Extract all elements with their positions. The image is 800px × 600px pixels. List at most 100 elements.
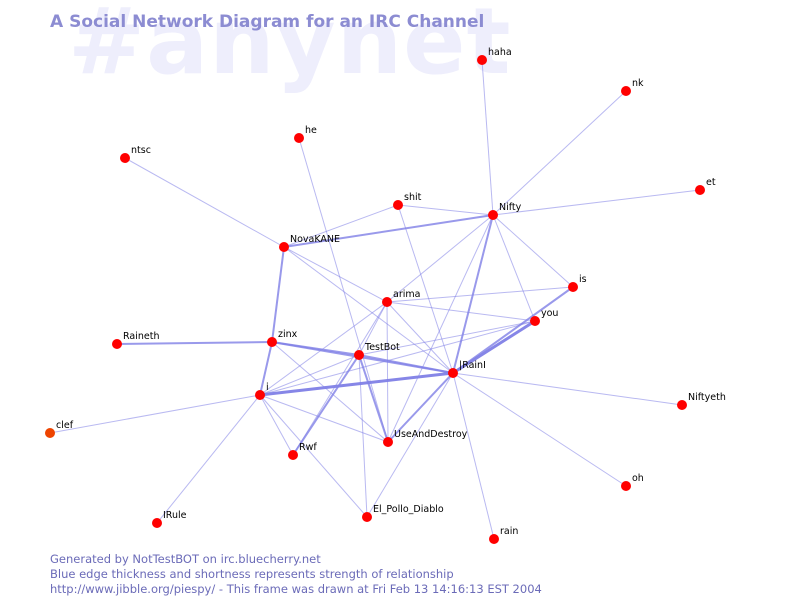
node-dot-TestBot xyxy=(354,350,364,360)
node-dot-ntsc xyxy=(120,153,130,163)
edge-he-UseAndDestroy xyxy=(298,137,389,443)
node-dot-rain xyxy=(489,534,499,544)
edge-zinx-UseAndDestroy xyxy=(271,341,389,443)
edge-i-UseAndDestroy xyxy=(259,394,389,443)
footer: Generated by NotTestBOT on irc.bluecherr… xyxy=(50,552,542,597)
diagram-title: A Social Network Diagram for an IRC Chan… xyxy=(50,12,485,32)
edge-IRainI-rain xyxy=(452,372,495,540)
node-dot-El_Pollo_Diablo xyxy=(362,512,372,522)
node-label-nk: nk xyxy=(632,78,644,89)
channel-watermark: #anynet xyxy=(68,0,512,95)
node-dot-nk xyxy=(621,86,631,96)
edge-i-IRule xyxy=(156,394,261,524)
edge-i-Rwf xyxy=(259,394,294,456)
edge-Raineth-zinx xyxy=(116,341,273,345)
node-is: is xyxy=(568,274,587,292)
node-TestBot: TestBot xyxy=(354,342,400,360)
node-et: et xyxy=(695,177,716,195)
node-IRainI: |RainI xyxy=(448,360,486,378)
node-clef: clef xyxy=(45,420,74,438)
edge-et-Nifty xyxy=(492,189,701,216)
edge-TestBot-El_Pollo_Diablo xyxy=(358,354,368,518)
node-label-et: et xyxy=(706,177,716,188)
edge-zinx-i xyxy=(259,341,273,396)
edge-Nifty-UseAndDestroy xyxy=(387,214,494,443)
node-label-i: i xyxy=(266,382,269,393)
node-he: he xyxy=(294,125,317,143)
edge-i-El_Pollo_Diablo xyxy=(259,394,368,518)
edge-NovaKANE-Nifty xyxy=(283,214,494,248)
node-dot-you xyxy=(530,316,540,326)
edge-arima-TestBot xyxy=(358,301,388,356)
node-rain: rain xyxy=(489,526,518,544)
edge-NovaKANE-arima xyxy=(283,246,388,303)
node-dot-shit xyxy=(393,200,403,210)
footer-generated-by: Generated by NotTestBOT on irc.bluecherr… xyxy=(50,552,321,566)
node-label-shit: shit xyxy=(404,192,422,203)
edge-shit-NovaKANE xyxy=(283,204,399,248)
node-dot-haha xyxy=(477,55,487,65)
node-shit: shit xyxy=(393,192,422,210)
node-dot-IRule xyxy=(152,518,162,528)
edge-IRainI-El_Pollo_Diablo xyxy=(366,372,454,518)
footer-frame-info: http://www.jibble.org/piespy/ - This fra… xyxy=(50,582,542,596)
node-label-UseAndDestroy: UseAndDestroy xyxy=(394,429,468,440)
node-label-Rwf: Rwf xyxy=(299,442,317,453)
edge-you-TestBot xyxy=(358,320,536,356)
node-IRule: IRule xyxy=(152,510,187,528)
edge-ntsc-NovaKANE xyxy=(124,157,285,248)
edge-nk-Nifty xyxy=(492,90,627,216)
node-label-rain: rain xyxy=(500,526,518,537)
node-nk: nk xyxy=(621,78,644,96)
node-dot-Raineth xyxy=(112,339,122,349)
edge-IRainI-UseAndDestroy xyxy=(387,372,454,443)
node-ntsc: ntsc xyxy=(120,145,151,163)
node-dot-Nifty xyxy=(488,210,498,220)
edge-TestBot-i xyxy=(259,354,360,396)
edge-Nifty-arima xyxy=(386,214,494,303)
node-Niftyeth: Niftyeth xyxy=(677,392,726,410)
node-dot-clef xyxy=(45,428,55,438)
edge-IRainI-oh xyxy=(452,372,627,487)
edge-NovaKANE-zinx xyxy=(271,246,285,343)
edge-shit-Nifty xyxy=(397,204,494,216)
node-dot-UseAndDestroy xyxy=(383,437,393,447)
node-you: you xyxy=(530,308,558,326)
node-label-Nifty: Nifty xyxy=(499,202,522,213)
node-layer: hahankhentscetshitNiftyNovaKANEisarimayo… xyxy=(45,47,726,544)
node-dot-NovaKANE xyxy=(279,242,289,252)
node-label-zinx: zinx xyxy=(278,329,298,340)
edge-IRainI-Niftyeth xyxy=(452,372,683,406)
edge-i-clef xyxy=(49,394,261,434)
edge-arima-IRainI xyxy=(386,301,454,374)
edge-arima-is xyxy=(386,286,574,303)
node-label-ntsc: ntsc xyxy=(131,145,151,156)
node-dot-i xyxy=(255,390,265,400)
node-oh: oh xyxy=(621,473,644,491)
node-Rwf: Rwf xyxy=(288,442,317,460)
node-label-he: he xyxy=(305,125,317,136)
node-label-arima: arima xyxy=(393,289,420,300)
edge-IRainI-i xyxy=(259,371,454,397)
node-arima: arima xyxy=(382,289,420,307)
node-dot-et xyxy=(695,185,705,195)
edge-Nifty-is xyxy=(492,214,574,288)
edge-TestBot-Rwf xyxy=(292,354,360,456)
node-dot-is xyxy=(568,282,578,292)
edge-shit-IRainI xyxy=(397,204,454,374)
edge-you-IRainI xyxy=(452,319,536,375)
node-label-is: is xyxy=(579,274,587,285)
edge-TestBot-IRainI xyxy=(358,354,454,374)
edge-layer xyxy=(49,59,701,540)
edge-Nifty-IRainI xyxy=(452,214,494,374)
node-UseAndDestroy: UseAndDestroy xyxy=(383,429,468,447)
node-dot-oh xyxy=(621,481,631,491)
edge-Nifty-you xyxy=(492,214,536,322)
footer-legend-note: Blue edge thickness and shortness repres… xyxy=(50,567,454,581)
node-zinx: zinx xyxy=(267,329,298,347)
node-Raineth: Raineth xyxy=(112,331,159,349)
edge-arima-you xyxy=(386,301,536,322)
node-label-Niftyeth: Niftyeth xyxy=(688,392,726,403)
